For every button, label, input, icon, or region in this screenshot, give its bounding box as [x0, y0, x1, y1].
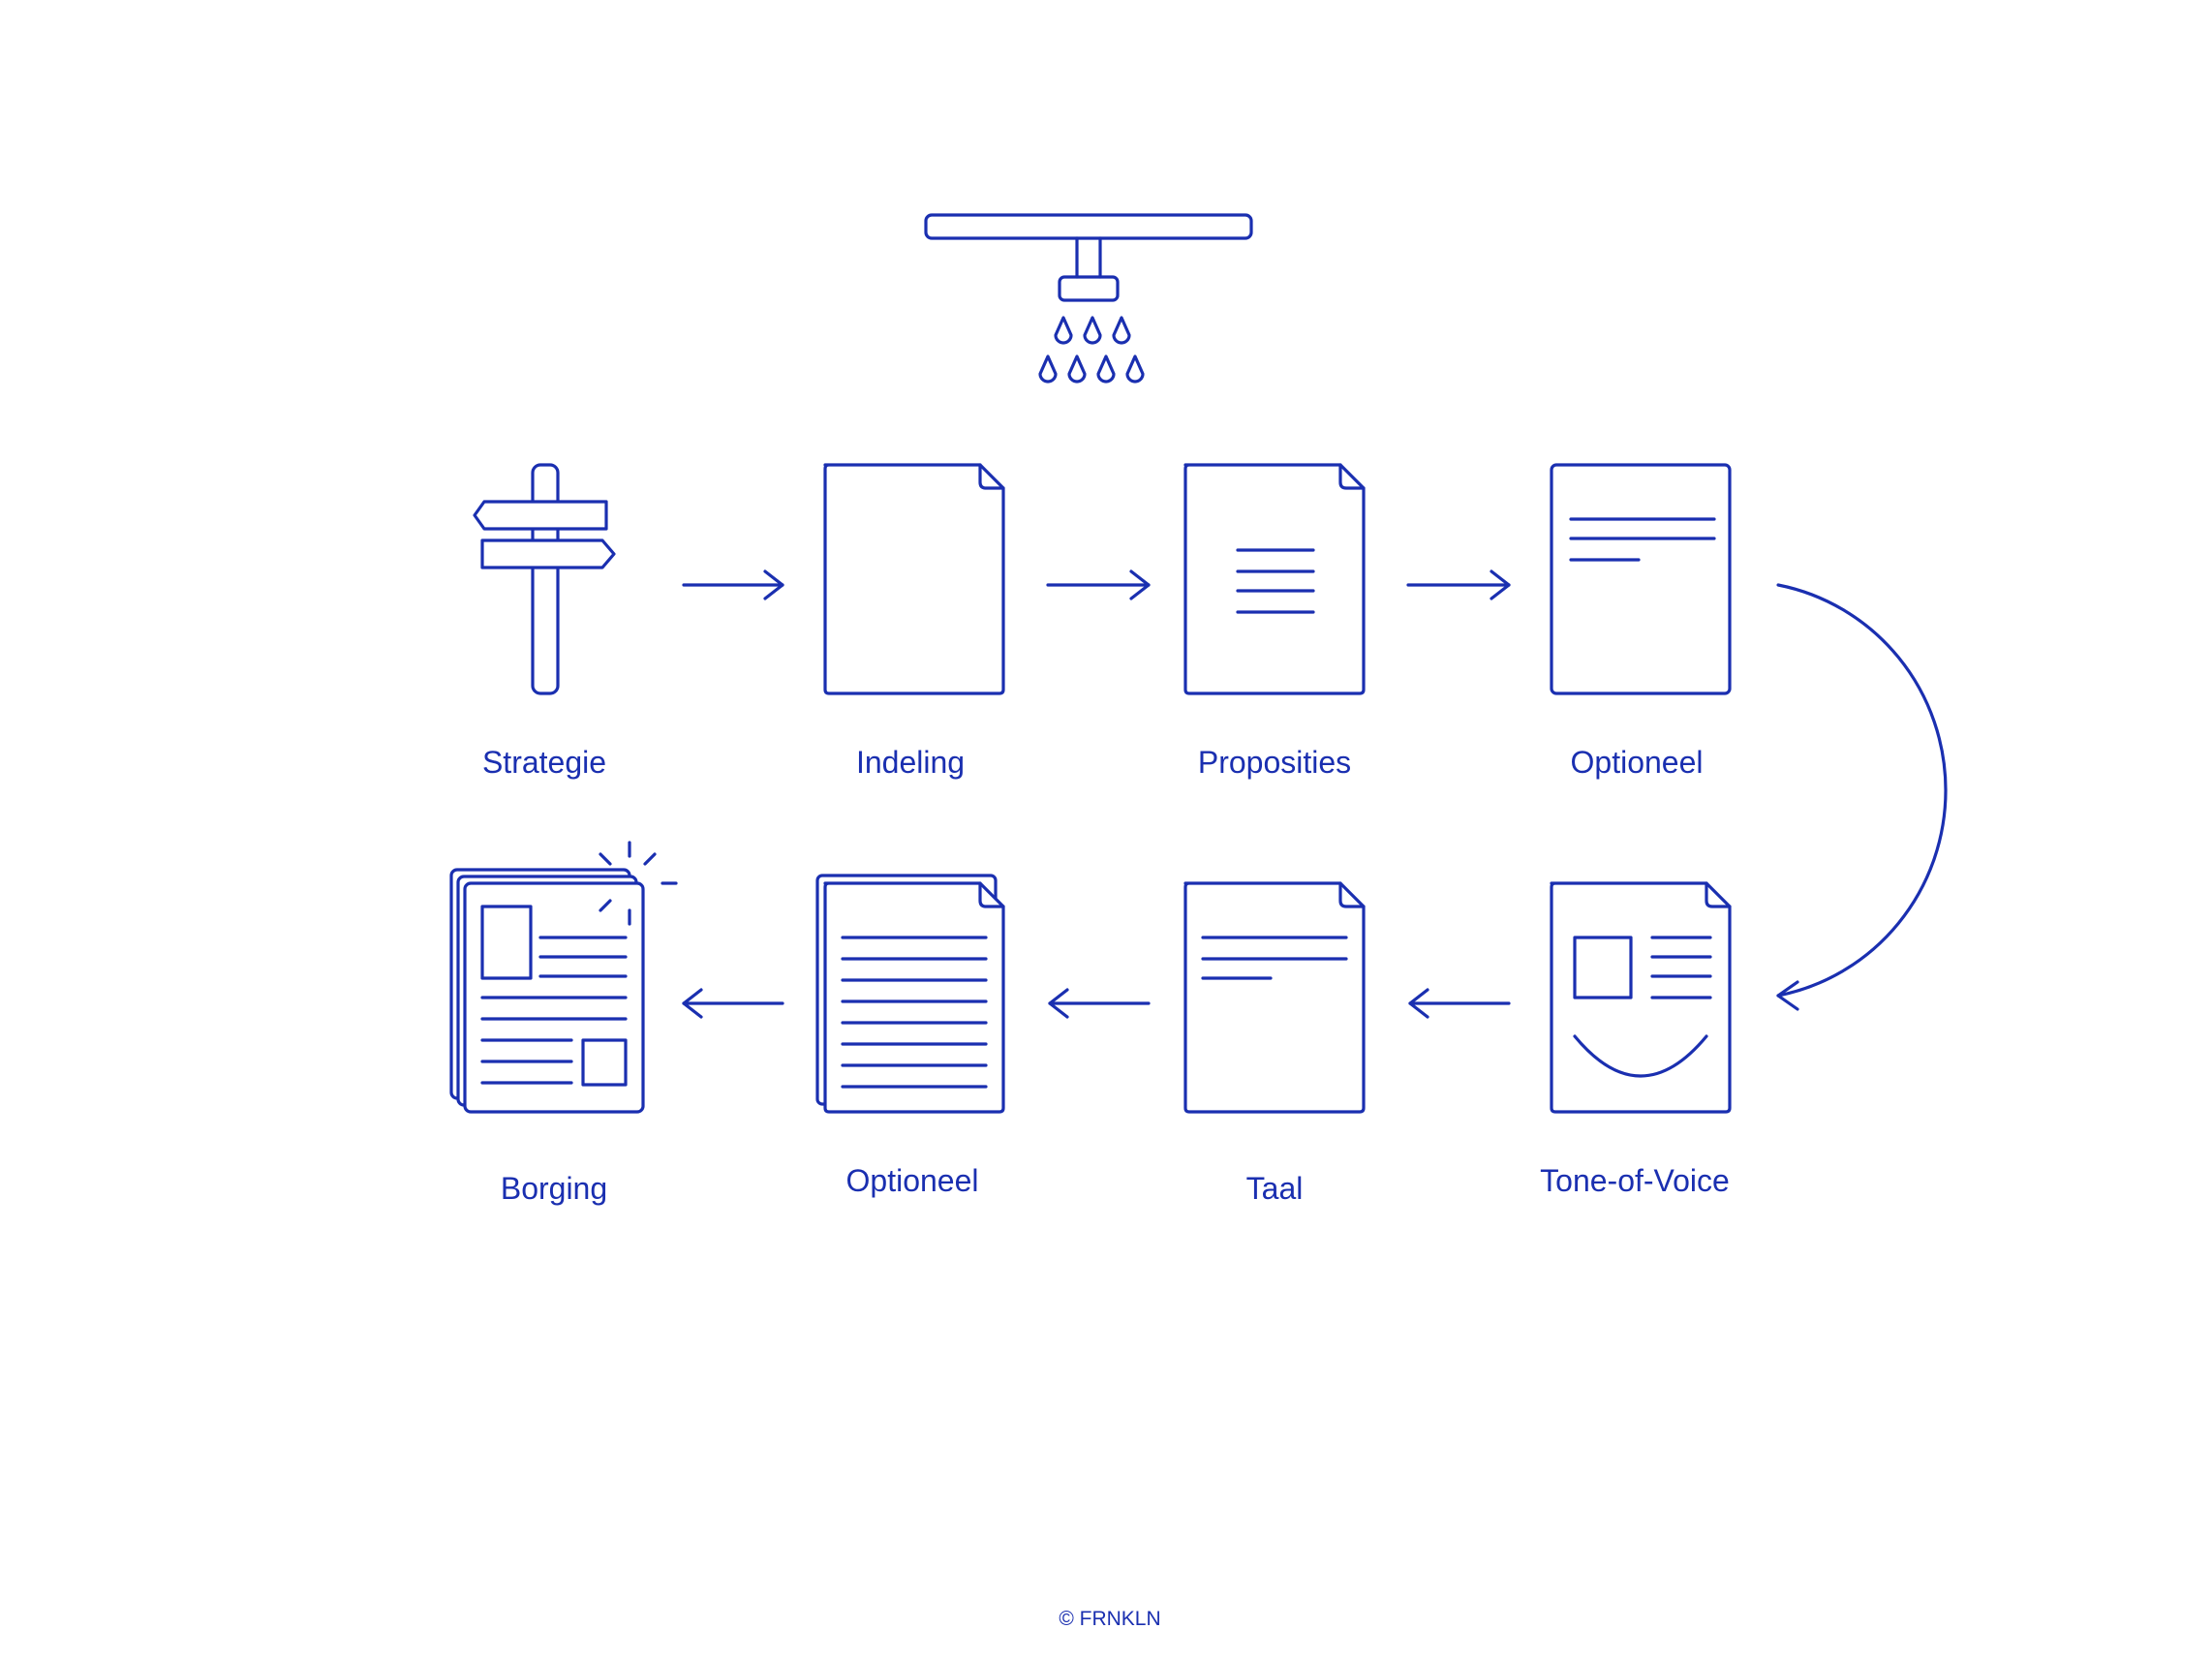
arrow-right-icon	[1046, 569, 1151, 600]
sparkle-icon	[599, 841, 678, 926]
curved-arrow-icon	[1776, 583, 1948, 1011]
document-centered-lines-icon	[1183, 463, 1366, 695]
step-label-optioneel-2: Optioneel	[846, 1163, 979, 1198]
document-header-lines-icon	[1183, 881, 1366, 1114]
newspaper-stack-sparkle-icon	[449, 841, 678, 1114]
document-stack-full-lines-icon	[815, 874, 1005, 1114]
step-label-strategie: Strategie	[482, 745, 606, 780]
arrow-left-icon	[1408, 988, 1511, 1019]
step-label-taal: Taal	[1246, 1171, 1304, 1206]
step-label-proposities: Proposities	[1198, 745, 1351, 780]
arrow-left-icon	[682, 988, 784, 1019]
signpost-icon	[473, 463, 616, 695]
arrow-left-icon	[1048, 988, 1151, 1019]
arrow-right-icon	[1406, 569, 1511, 600]
document-smile-icon	[1550, 881, 1732, 1114]
step-label-indeling: Indeling	[856, 745, 965, 780]
step-label-borging: Borging	[501, 1171, 607, 1206]
step-label-optioneel-1: Optioneel	[1571, 745, 1704, 780]
copyright-footer: © FRNKLN	[1059, 1608, 1160, 1630]
arrow-right-icon	[682, 569, 784, 600]
step-label-tone-of-voice: Tone-of-Voice	[1540, 1163, 1730, 1198]
document-header-lines-icon	[1550, 463, 1732, 695]
shower-head-icon	[924, 213, 1253, 384]
blank-document-icon	[823, 463, 1005, 695]
water-drop-icon	[1038, 316, 1145, 384]
